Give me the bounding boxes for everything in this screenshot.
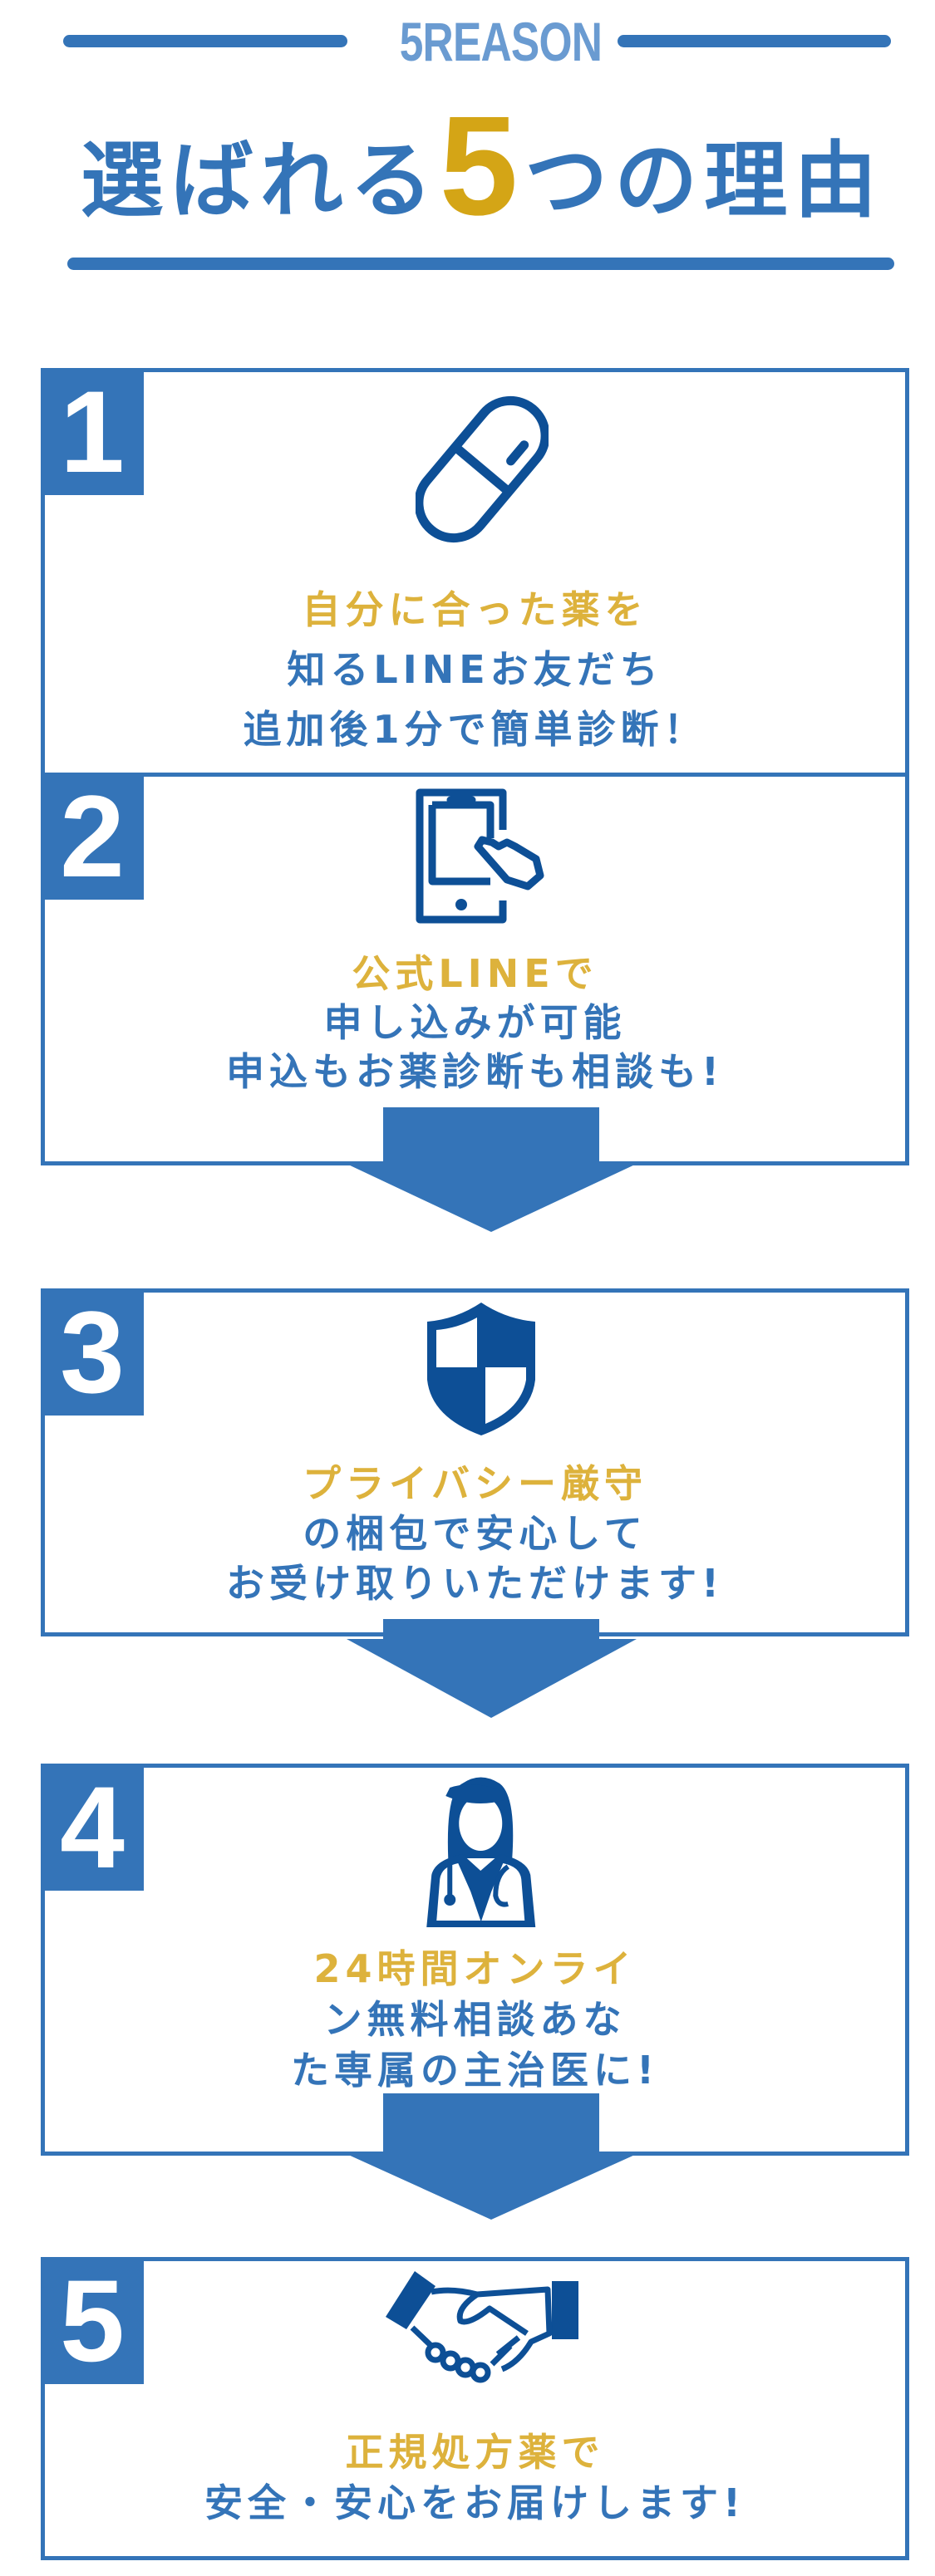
divider: [618, 35, 891, 47]
doctor-icon: [426, 1777, 535, 1927]
reason-number: 4: [41, 1764, 144, 1891]
divider: [67, 258, 894, 270]
divider: [63, 35, 347, 47]
page-title: 選ばれる5つの理由: [66, 96, 898, 248]
reason-number: 5: [41, 2257, 144, 2384]
reason-line: た専属の主治医に!: [291, 2048, 659, 2093]
reason-card-5: 5 正規処方薬で 安全・安心をお届けします!: [41, 2257, 909, 2560]
eyebrow-label: 5REASON: [399, 11, 603, 72]
reason-line: の梱包で安心して: [303, 1511, 647, 1556]
reason-text: 自分に合った薬を 知るLINEお友だち 追加後1分で簡単診断！: [45, 580, 905, 759]
reason-line: 追加後1分で簡単診断！: [243, 707, 707, 752]
reason-highlight: 自分に合った薬を: [302, 587, 648, 632]
smartphone-tap-icon: [416, 788, 544, 924]
reason-line: 知るLINEお友だち: [287, 647, 663, 692]
reason-highlight: 公式LINEで: [352, 951, 598, 996]
handshake-icon: [385, 2271, 578, 2383]
reason-number: 1: [41, 368, 144, 495]
reason-highlight: 正規処方薬で: [345, 2430, 605, 2475]
title-number: 5: [439, 87, 525, 245]
reason-line: ン無料相談あな: [323, 1997, 627, 2042]
reason-text: プライバシー厳守 の梱包で安心して お受け取りいただけます!: [45, 1459, 905, 1608]
reason-text: 正規処方薬で 安全・安心をお届けします!: [45, 2427, 905, 2529]
reason-card-4: 4 24時間オンライ ン無料相談あな た専属の主治医に!: [41, 1764, 909, 2156]
reason-line: お受け取りいただけます!: [226, 1561, 724, 1606]
title-text: 選ばれる: [80, 132, 440, 229]
reason-highlight: 24時間オンライ: [313, 1946, 637, 1991]
reason-highlight: プライバシー厳守: [302, 1461, 648, 1506]
reason-line: 安全・安心をお届けします!: [204, 2480, 746, 2525]
reason-number: 3: [41, 1288, 144, 1416]
reason-card-1: 1 自分に合った薬を 知るLINEお友だち 追加後1分で簡単診断！: [41, 368, 909, 849]
reason-card-2: 2 公式LINEで 申し込みが可能 申込もお薬診断も相談も!: [41, 773, 909, 1165]
reason-line: 申込もお薬診断も相談も!: [226, 1049, 724, 1094]
shield-icon: [426, 1303, 535, 1435]
reason-text: 公式LINEで 申し込みが可能 申込もお薬診断も相談も!: [45, 949, 905, 1097]
title-text: つの理由: [524, 132, 884, 229]
reason-text: 24時間オンライ ン無料相談あな た専属の主治医に!: [45, 1944, 905, 2096]
reason-number: 2: [41, 773, 144, 900]
reason-line: 申し込みが可能: [323, 1000, 627, 1045]
capsule-icon: [415, 395, 549, 543]
reason-card-3: 3 プライバシー厳守 の梱包で安心して お受け取りいただけます!: [41, 1288, 909, 1636]
